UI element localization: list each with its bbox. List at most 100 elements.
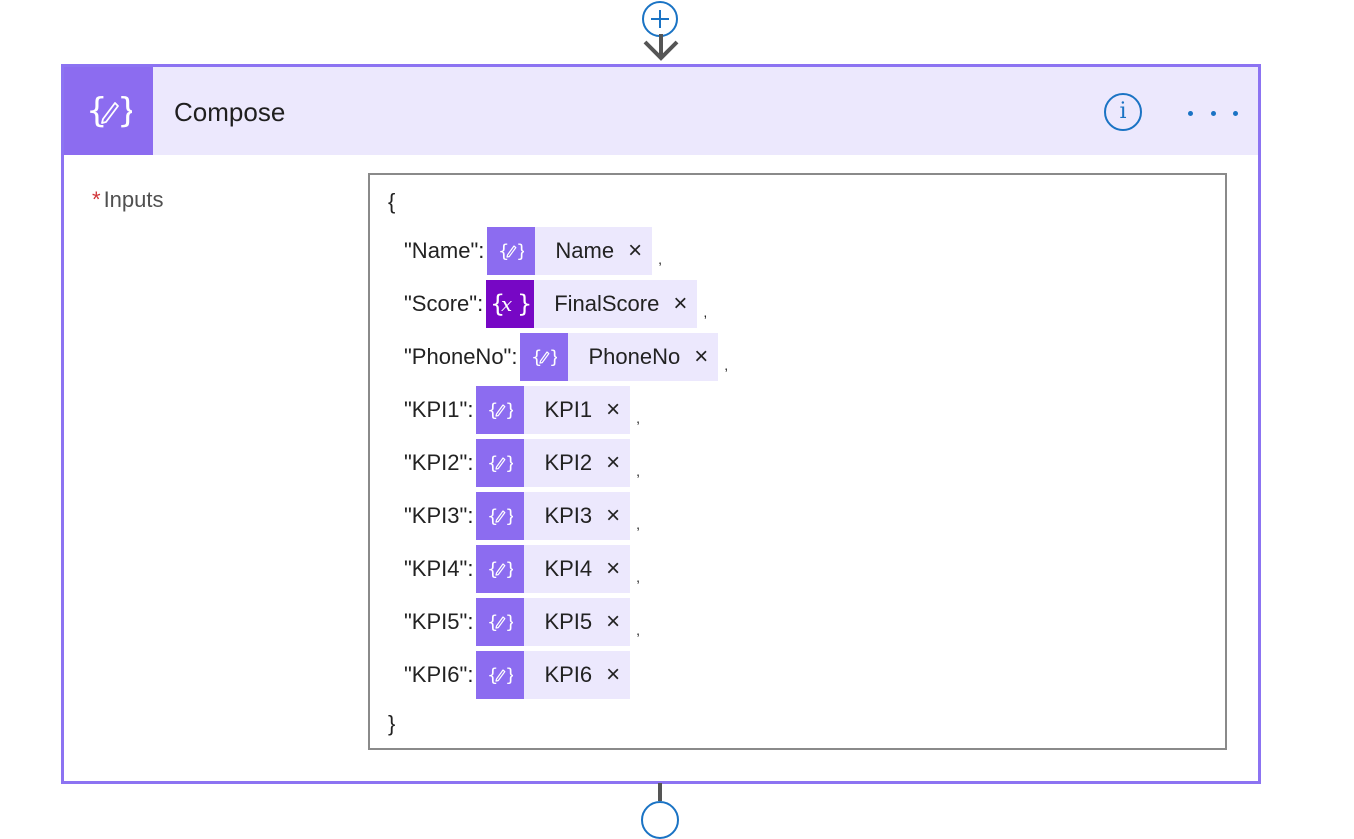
svg-text:{: {	[498, 241, 509, 262]
token-label: PhoneNo	[588, 344, 681, 369]
add-step-button-bottom[interactable]	[641, 801, 679, 839]
json-key: "PhoneNo":	[404, 344, 518, 369]
comma: ,	[636, 410, 641, 426]
compose-icon: { }	[64, 67, 153, 155]
svg-text:}: }	[505, 665, 513, 686]
comma: ,	[658, 251, 663, 267]
svg-text:}: }	[505, 400, 513, 421]
token-label: KPI6	[544, 662, 593, 687]
svg-text:{: {	[487, 400, 498, 421]
json-key: "KPI1":	[404, 397, 474, 422]
svg-text:{: {	[86, 91, 108, 131]
comma: ,	[724, 357, 729, 373]
remove-token-icon[interactable]: ×	[628, 237, 643, 264]
remove-token-icon[interactable]: ×	[606, 555, 621, 582]
json-key: "KPI4":	[404, 556, 474, 581]
remove-token-icon[interactable]: ×	[606, 396, 621, 423]
dynamic-content-token[interactable]: {} KPI6 ×	[476, 651, 631, 699]
more-dot	[1210, 110, 1216, 116]
token-label: KPI5	[544, 609, 593, 634]
input-row: "KPI3":{}KPI3×,	[404, 492, 640, 540]
compose-action-card: { } Compose i *Inputs { } "Name": {} Name ×…	[61, 64, 1261, 784]
json-key: "Score":	[404, 291, 484, 316]
dynamic-content-token[interactable]: {} KPI1 ×	[476, 386, 631, 434]
connector-line	[658, 783, 662, 801]
compose-icon: {}	[476, 651, 525, 699]
comma: ,	[636, 569, 641, 585]
compose-icon: {}	[476, 439, 525, 487]
token-body: KPI4×	[524, 545, 631, 593]
svg-text:}: }	[517, 290, 530, 318]
input-row: "KPI2":{} KPI2 ×,	[404, 439, 640, 487]
dynamic-content-token[interactable]: {x} FinalScore ×	[486, 280, 698, 328]
svg-text:}: }	[516, 241, 524, 262]
info-icon: i	[1119, 99, 1127, 124]
comma: ,	[636, 516, 641, 532]
input-row: "KPI1":{}KPI1×,	[404, 386, 640, 434]
token-label: Name	[555, 238, 615, 263]
dynamic-content-token[interactable]: {} KPI5 ×	[476, 598, 631, 646]
input-row: "KPI6":{}KPI6×	[404, 651, 631, 699]
remove-token-icon[interactable]: ×	[673, 290, 688, 317]
comma: ,	[703, 304, 708, 320]
token-body: Name ×	[535, 227, 653, 275]
dynamic-content-token[interactable]: {} Name ×	[487, 227, 653, 275]
arrow-down-icon	[643, 34, 679, 61]
remove-token-icon[interactable]: ×	[694, 343, 709, 370]
input-row: "KPI4": {} KPI4×,	[404, 545, 640, 593]
token-body: KPI2 ×	[524, 439, 631, 487]
token-body: FinalScore ×	[534, 280, 698, 328]
dynamic-content-token[interactable]: {} KPI4×	[476, 545, 631, 593]
token-label: KPI1	[544, 397, 593, 422]
remove-token-icon[interactable]: ×	[606, 502, 621, 529]
more-dot	[1188, 110, 1193, 116]
svg-text:{: {	[490, 290, 505, 318]
svg-text:}: }	[117, 91, 132, 131]
svg-text:{: {	[487, 612, 498, 633]
dynamic-content-token[interactable]: {} KPI2 ×	[476, 439, 631, 487]
token-body: KPI5 ×	[524, 598, 631, 646]
token-body: KPI3 ×	[524, 492, 631, 540]
compose-icon: {}	[476, 492, 525, 540]
svg-text:{: {	[531, 347, 542, 368]
input-row: "KPI5": {} KPI5 ×,	[404, 598, 640, 646]
token-label: KPI2	[544, 450, 593, 475]
input-row: "PhoneNo": {} PhoneNo ×,	[404, 333, 728, 381]
svg-text:x: x	[501, 292, 512, 316]
variable-icon: {x}	[486, 280, 535, 328]
required-marker: *	[92, 187, 101, 212]
remove-token-icon[interactable]: ×	[606, 449, 621, 476]
inputs-editor[interactable]: { } "Name":{}Name×,"Score":{x}FinalScore…	[368, 173, 1227, 750]
remove-token-icon[interactable]: ×	[606, 661, 621, 688]
more-dot	[1233, 110, 1238, 116]
add-step-button[interactable]	[642, 1, 678, 37]
compose-icon: {}	[476, 386, 525, 434]
comma: ,	[636, 622, 641, 638]
close-brace: }	[388, 711, 396, 736]
comma: ,	[636, 463, 641, 479]
svg-text:{: {	[487, 559, 498, 580]
inputs-label-text: Inputs	[103, 187, 164, 212]
svg-text:}: }	[549, 347, 557, 368]
svg-text:}: }	[505, 559, 513, 580]
more-options-button[interactable]	[1188, 101, 1238, 125]
dynamic-content-token[interactable]: {} KPI3 ×	[476, 492, 631, 540]
info-button[interactable]: i	[1104, 93, 1142, 131]
svg-text:{: {	[487, 665, 498, 686]
token-body: PhoneNo ×	[568, 333, 719, 381]
svg-text:{: {	[487, 506, 498, 527]
card-header[interactable]: { } Compose i	[64, 67, 1258, 155]
token-label: FinalScore	[554, 291, 660, 316]
svg-text:}: }	[505, 612, 513, 633]
dynamic-content-token[interactable]: {} PhoneNo ×	[520, 333, 719, 381]
json-key: "KPI3":	[404, 503, 474, 528]
svg-text:}: }	[505, 506, 513, 527]
svg-text:{: {	[487, 453, 498, 474]
json-key: "Name":	[404, 238, 485, 263]
remove-token-icon[interactable]: ×	[606, 608, 621, 635]
card-title[interactable]: Compose	[174, 97, 286, 127]
json-key: "KPI2":	[404, 450, 474, 475]
json-key: "KPI5":	[404, 609, 474, 634]
inputs-label: *Inputs	[92, 187, 164, 213]
token-label: KPI3	[544, 503, 593, 528]
